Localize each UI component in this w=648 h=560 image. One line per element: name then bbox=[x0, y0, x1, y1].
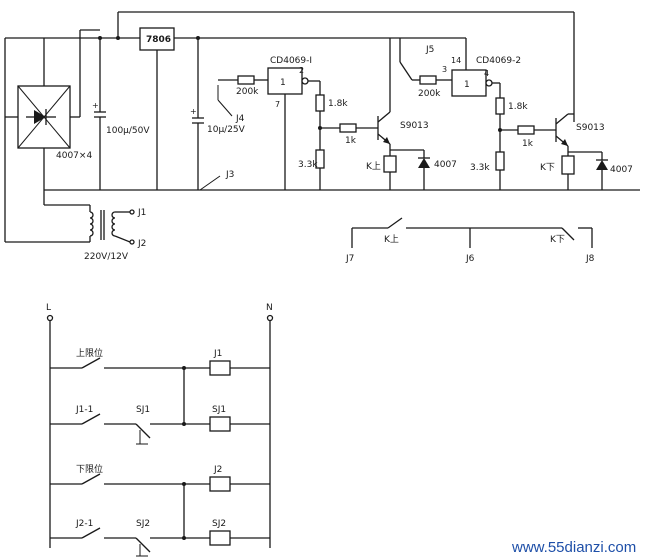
lower-limit-label: 下限位 bbox=[76, 463, 103, 475]
bridge-label: 4007×4 bbox=[56, 151, 92, 161]
resistor-200k-1 bbox=[237, 75, 255, 85]
ladder-diagram: L N 上限位 J1 J1-1 SJ1 SJ1 下限位 J2 bbox=[46, 303, 274, 557]
j3-label: J3 bbox=[225, 170, 234, 180]
pin14-label: 14 bbox=[451, 56, 461, 65]
inverter-gate-1 bbox=[267, 67, 303, 95]
coil-sj1-label: SJ1 bbox=[212, 405, 226, 415]
coil-sj1 bbox=[209, 416, 231, 432]
relay-coil-k-down bbox=[561, 155, 575, 175]
resistor-1-8k-1 bbox=[315, 94, 325, 112]
k-up-contact-label: K上 bbox=[384, 234, 399, 245]
resistor-1k-2 bbox=[517, 125, 535, 135]
resistor-1-8k-2 bbox=[495, 97, 505, 115]
r200k-2-label: 200k bbox=[418, 89, 441, 99]
diode-2-label: 4007 bbox=[610, 165, 633, 175]
pin2-label: 2 bbox=[299, 66, 304, 75]
diode-1-label: 4007 bbox=[434, 160, 457, 170]
r18k-1-label: 1.8k bbox=[328, 99, 348, 109]
bridge-diode-icon bbox=[34, 110, 46, 124]
resistor-3-3k-2 bbox=[495, 151, 505, 171]
r33k-1-label: 3.3k bbox=[298, 160, 318, 170]
sj2-contact-label: SJ2 bbox=[136, 519, 150, 529]
j5-label: J5 bbox=[425, 45, 434, 55]
coil-j2-label: J2 bbox=[213, 465, 222, 475]
relay-coil-k-up bbox=[383, 155, 397, 173]
transistor-1-label: S9013 bbox=[400, 121, 429, 131]
transistor-2-arrow-icon bbox=[561, 139, 568, 146]
upper-limit-label: 上限位 bbox=[76, 347, 103, 359]
transistor-2-label: S9013 bbox=[576, 123, 605, 133]
j7-label: J7 bbox=[345, 254, 354, 264]
transistor-1-arrow-icon bbox=[383, 137, 390, 144]
diode-2-icon bbox=[596, 160, 608, 170]
r200k-1-label: 200k bbox=[236, 87, 259, 97]
resistor-200k-2 bbox=[419, 75, 437, 85]
c2-label: 10μ/25V bbox=[207, 125, 246, 135]
terminal-l bbox=[46, 314, 54, 322]
line-n-label: N bbox=[266, 303, 273, 313]
r1k-1-label: 1k bbox=[345, 136, 357, 146]
regulator-label: 7806 bbox=[146, 35, 171, 45]
coil-j1-label: J1 bbox=[213, 349, 222, 359]
svg-text:+: + bbox=[190, 107, 197, 116]
k-up-coil-label: K上 bbox=[366, 161, 381, 172]
coil-sj2-label: SJ2 bbox=[212, 519, 226, 529]
inverter-bubble-2 bbox=[485, 79, 493, 87]
resistor-1k-1 bbox=[339, 123, 357, 133]
k-down-coil-label: K下 bbox=[540, 163, 555, 173]
c1-label: 100μ/50V bbox=[106, 126, 150, 136]
inverter-gate-2 bbox=[451, 69, 487, 97]
relay-contacts: K上 K下 J7 J6 J8 bbox=[345, 217, 595, 264]
j6-label: J6 bbox=[465, 254, 475, 264]
coil-sj2 bbox=[209, 530, 231, 546]
pin7-label: 7 bbox=[275, 100, 280, 109]
watermark: www.55dianzi.com bbox=[511, 539, 636, 556]
stage-one: 200k 1 CD4069-I 2 7 1.8k 3.3k 1k S9013 K… bbox=[218, 37, 640, 191]
line-l-label: L bbox=[46, 303, 51, 313]
j2-label: J2 bbox=[137, 239, 146, 249]
r18k-2-label: 1.8k bbox=[508, 102, 528, 112]
pin4-label: 4 bbox=[484, 69, 489, 78]
gate1-label: 1 bbox=[280, 78, 286, 88]
j1-label: J1 bbox=[137, 208, 146, 218]
transformer-voltage-label: 220V/12V bbox=[84, 252, 129, 262]
inverter-bubble-1 bbox=[301, 77, 309, 85]
terminal-n bbox=[266, 314, 274, 322]
pin3-label: 3 bbox=[442, 65, 447, 74]
gate2-label: 1 bbox=[464, 80, 470, 90]
k-down-contact-label: K下 bbox=[550, 235, 565, 245]
j4-label: J4 bbox=[235, 114, 245, 124]
j8-label: J8 bbox=[585, 254, 595, 264]
ic2-label: CD4069-2 bbox=[476, 56, 521, 66]
sj1-contact-label: SJ1 bbox=[136, 405, 150, 415]
svg-text:+: + bbox=[92, 101, 99, 110]
coil-j1 bbox=[209, 360, 231, 376]
j2-1-label: J2-1 bbox=[75, 519, 93, 529]
j1-1-label: J1-1 bbox=[75, 405, 93, 415]
stage-two: J5 200k 3 1 CD4069-2 14 4 1.8k 3.3k 1k S… bbox=[399, 37, 633, 190]
r33k-2-label: 3.3k bbox=[470, 163, 490, 173]
diode-1-icon bbox=[418, 158, 430, 168]
ic1-label: CD4069-I bbox=[270, 56, 312, 66]
transformer bbox=[43, 190, 135, 245]
r1k-2-label: 1k bbox=[522, 139, 534, 149]
power-supply: J1 J2 220V/12V 4007×4 + 100μ/50V 7806 + … bbox=[4, 11, 575, 262]
coil-j2 bbox=[209, 476, 231, 492]
